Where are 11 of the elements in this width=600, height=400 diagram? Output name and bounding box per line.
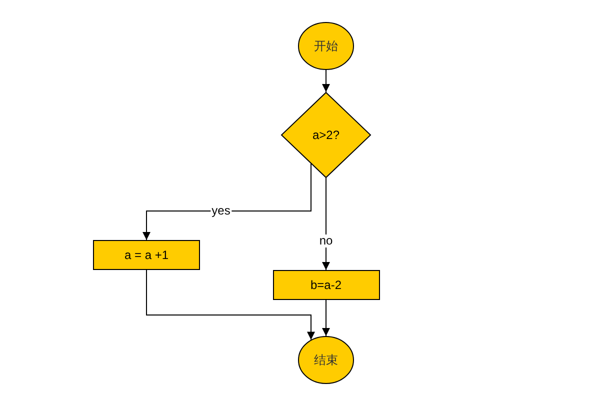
arrow [142,163,312,240]
end-oval: 结束 [298,336,354,384]
arrow [322,70,330,92]
arrow [322,178,330,270]
arrow [322,300,330,336]
process-box: b=a-2 [272,270,380,300]
arrow [146,270,315,340]
decision-diamond: a>2? [281,92,371,178]
start-oval: 开始 [298,22,354,70]
process-box: a = a +1 [93,240,200,270]
edge-label: no [318,234,334,248]
